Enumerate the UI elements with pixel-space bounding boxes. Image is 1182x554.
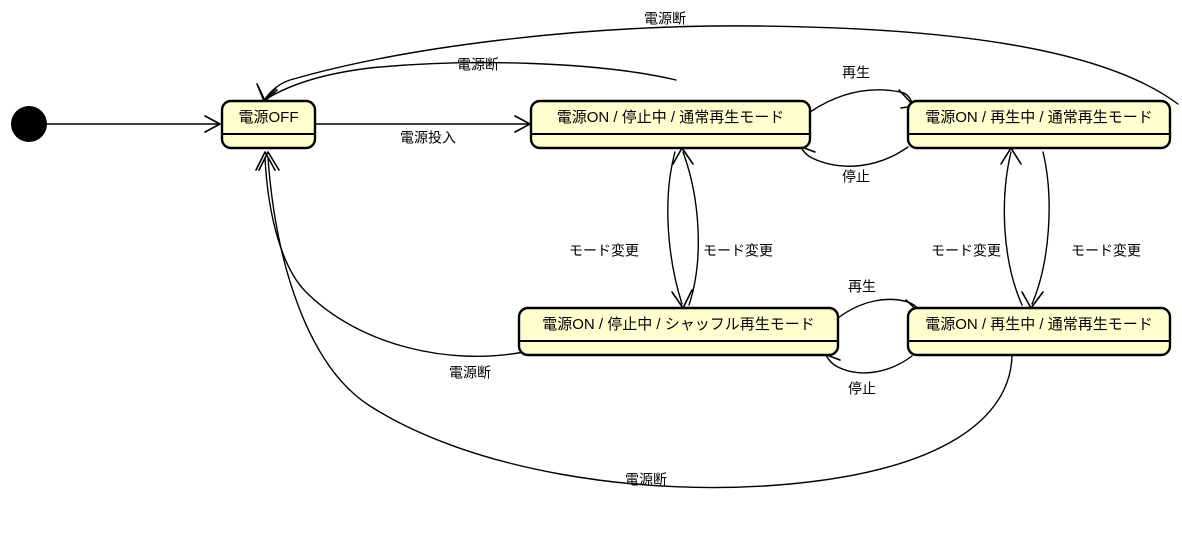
edge-label-power-on: 電源投入	[400, 130, 456, 146]
edge-path	[1031, 151, 1050, 305]
transition-mode-change-left-down: モード変更	[569, 151, 693, 309]
state-box	[220, 99, 317, 150]
transition-power-cut-bottom-inner: 電源断	[255, 151, 525, 381]
transition-power-cut-bottom-outer: 電源断	[258, 151, 1013, 489]
edge-path	[267, 157, 1013, 489]
state-node-on-play-normal[interactable]: 電源ON / 再生中 / 通常再生モード	[906, 99, 1172, 150]
arrowhead-icon	[1000, 147, 1022, 165]
state-label: 電源ON / 再生中 / 通常再生モード	[925, 316, 1153, 333]
edge-label-stop-bottom: 停止	[848, 381, 876, 397]
state-node-on-play-shuffle[interactable]: 電源ON / 再生中 / 通常再生モード	[906, 306, 1172, 357]
edge-label-mode-change-1: モード変更	[569, 243, 639, 259]
edge-path	[264, 157, 525, 357]
state-box	[529, 99, 812, 150]
edge-label-play-top: 再生	[842, 65, 870, 81]
transition-mode-change-right-down: モード変更	[1021, 151, 1141, 309]
edge-label-mode-change-3: モード変更	[931, 243, 1001, 259]
state-box	[906, 306, 1172, 357]
transition-stop-top: 停止	[798, 135, 909, 185]
transition-mode-change-right-up: モード変更	[931, 147, 1023, 306]
initial-state-node	[11, 106, 47, 142]
edge-label-power-cut-3: 電源断	[449, 365, 491, 381]
edge-label-mode-change-4: モード変更	[1071, 243, 1141, 259]
arrowhead-icon	[1021, 291, 1044, 309]
arrowhead-icon	[258, 151, 280, 171]
transition-start-to-power-off	[46, 115, 221, 133]
edge-path	[809, 89, 913, 113]
edge-label-stop-top: 停止	[842, 169, 870, 185]
edge-path	[264, 25, 1179, 105]
edge-label-power-cut-1: 電源断	[644, 11, 686, 27]
transition-power-on: 電源投入	[315, 115, 531, 146]
state-box	[906, 99, 1172, 150]
edge-path	[1003, 151, 1023, 306]
edge-path	[682, 151, 699, 306]
transition-power-cut-top-outer: 電源断	[256, 11, 1179, 105]
transition-power-cut-top-inner: 電源断	[257, 57, 677, 102]
state-label: 電源ON / 停止中 / シャッフル再生モード	[542, 316, 815, 333]
edge-path	[267, 61, 677, 99]
arrowhead-icon	[255, 151, 276, 171]
state-node-on-stop-normal[interactable]: 電源ON / 停止中 / 通常再生モード	[529, 99, 812, 150]
state-label: 電源ON / 再生中 / 通常再生モード	[925, 109, 1153, 126]
edge-label-mode-change-2: モード変更	[703, 243, 773, 259]
edge-path	[667, 151, 683, 305]
edge-path	[825, 354, 913, 374]
arrowhead-icon	[204, 115, 221, 133]
edge-label-power-cut-2: 電源断	[457, 57, 499, 73]
edge-label-play-bottom: 再生	[848, 279, 876, 295]
state-label: 電源ON / 停止中 / 通常再生モード	[557, 109, 785, 126]
edge-label-power-cut-4: 電源断	[625, 472, 667, 488]
state-box	[517, 306, 840, 357]
state-node-power-off[interactable]: 電源OFF	[220, 99, 317, 150]
state-node-on-stop-shuffle[interactable]: 電源ON / 停止中 / シャッフル再生モード	[517, 306, 840, 357]
state-label: 電源OFF	[239, 109, 299, 126]
edge-path	[800, 146, 909, 167]
arrowhead-icon	[672, 147, 694, 165]
transition-mode-change-left-up: モード変更	[672, 147, 773, 306]
transition-play-top: 再生	[809, 65, 915, 113]
